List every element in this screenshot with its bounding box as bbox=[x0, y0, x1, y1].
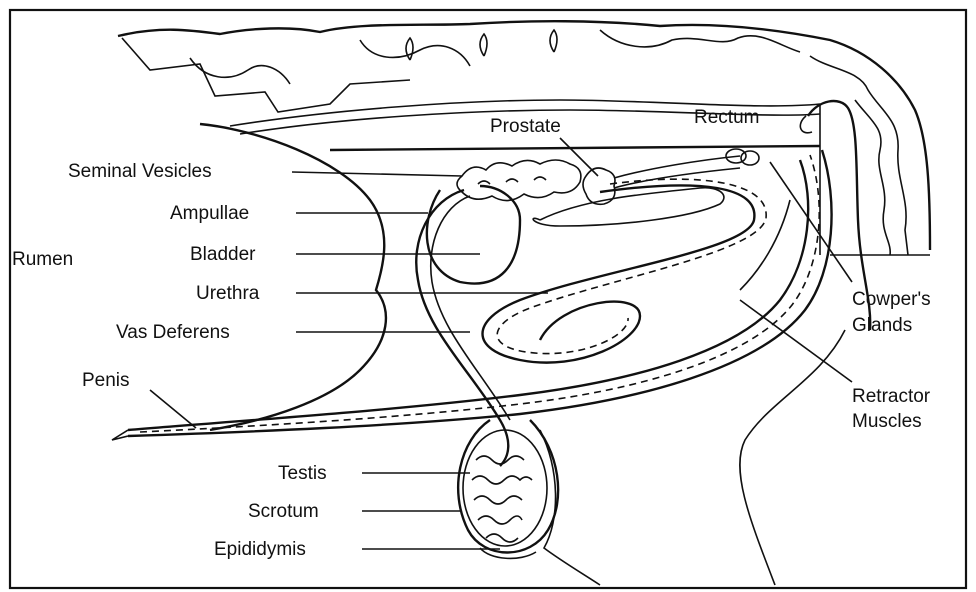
label-epididymis: Epididymis bbox=[214, 539, 306, 560]
label-ampullae: Ampullae bbox=[170, 203, 249, 224]
label-retractor-line1: Retractor bbox=[852, 386, 931, 407]
label-rectum: Rectum bbox=[694, 107, 759, 128]
frame bbox=[10, 10, 966, 588]
label-cowpers-line2: Glands bbox=[852, 315, 912, 336]
label-bladder: Bladder bbox=[190, 244, 256, 265]
rumen-outline bbox=[200, 124, 386, 430]
label-retractor-line2: Muscles bbox=[852, 411, 922, 432]
label-vas-deferens: Vas Deferens bbox=[116, 322, 230, 343]
label-seminal-vesicles: Seminal Vesicles bbox=[68, 161, 212, 182]
label-penis: Penis bbox=[82, 370, 130, 391]
label-urethra: Urethra bbox=[196, 283, 260, 304]
label-cowpers-line1: Cowper's bbox=[852, 289, 931, 310]
vas-deferens bbox=[416, 190, 510, 466]
label-testis: Testis bbox=[278, 463, 327, 484]
label-prostate: Prostate bbox=[490, 116, 561, 137]
label-rumen: Rumen bbox=[12, 249, 73, 270]
label-scrotum: Scrotum bbox=[248, 501, 319, 522]
body-outline-right bbox=[740, 330, 845, 585]
pelvic-lines bbox=[230, 100, 930, 255]
testis-scrotum bbox=[458, 420, 600, 585]
seminal-vesicles bbox=[457, 160, 581, 201]
